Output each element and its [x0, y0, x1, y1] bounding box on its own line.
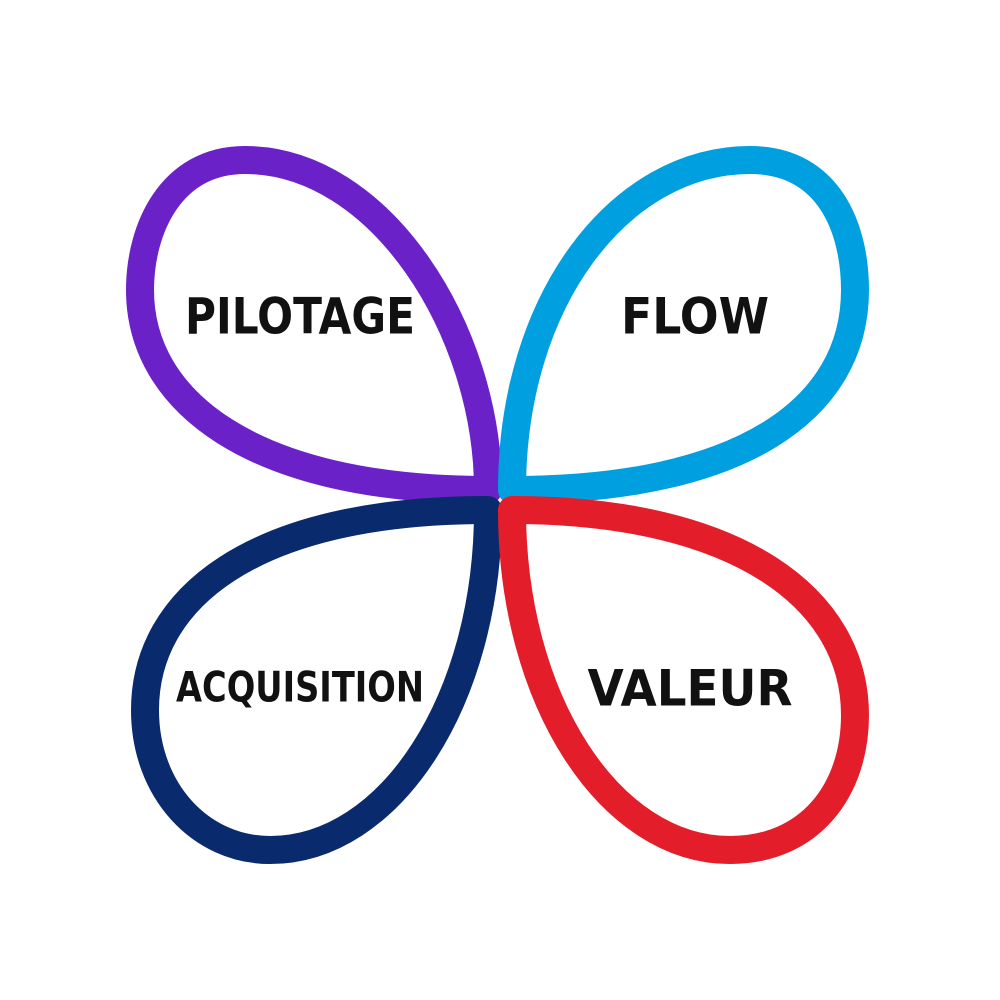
- petal-valeur-label: VALEUR: [588, 660, 793, 718]
- petal-flow: FLOW: [498, 146, 869, 504]
- petal-pilotage-label: PILOTAGE: [185, 288, 415, 346]
- petal-flow-label: FLOW: [621, 288, 769, 346]
- petal-valeur: VALEUR: [498, 496, 869, 864]
- petal-acquisition: ACQUISITION: [131, 496, 502, 864]
- petal-pilotage-shape: [126, 146, 502, 504]
- petal-pilotage: PILOTAGE: [126, 146, 502, 504]
- petal-acquisition-label: ACQUISITION: [176, 663, 424, 712]
- petal-flow-shape: [498, 146, 869, 504]
- petal-acquisition-shape: [131, 496, 502, 864]
- petal-valeur-shape: [498, 496, 869, 864]
